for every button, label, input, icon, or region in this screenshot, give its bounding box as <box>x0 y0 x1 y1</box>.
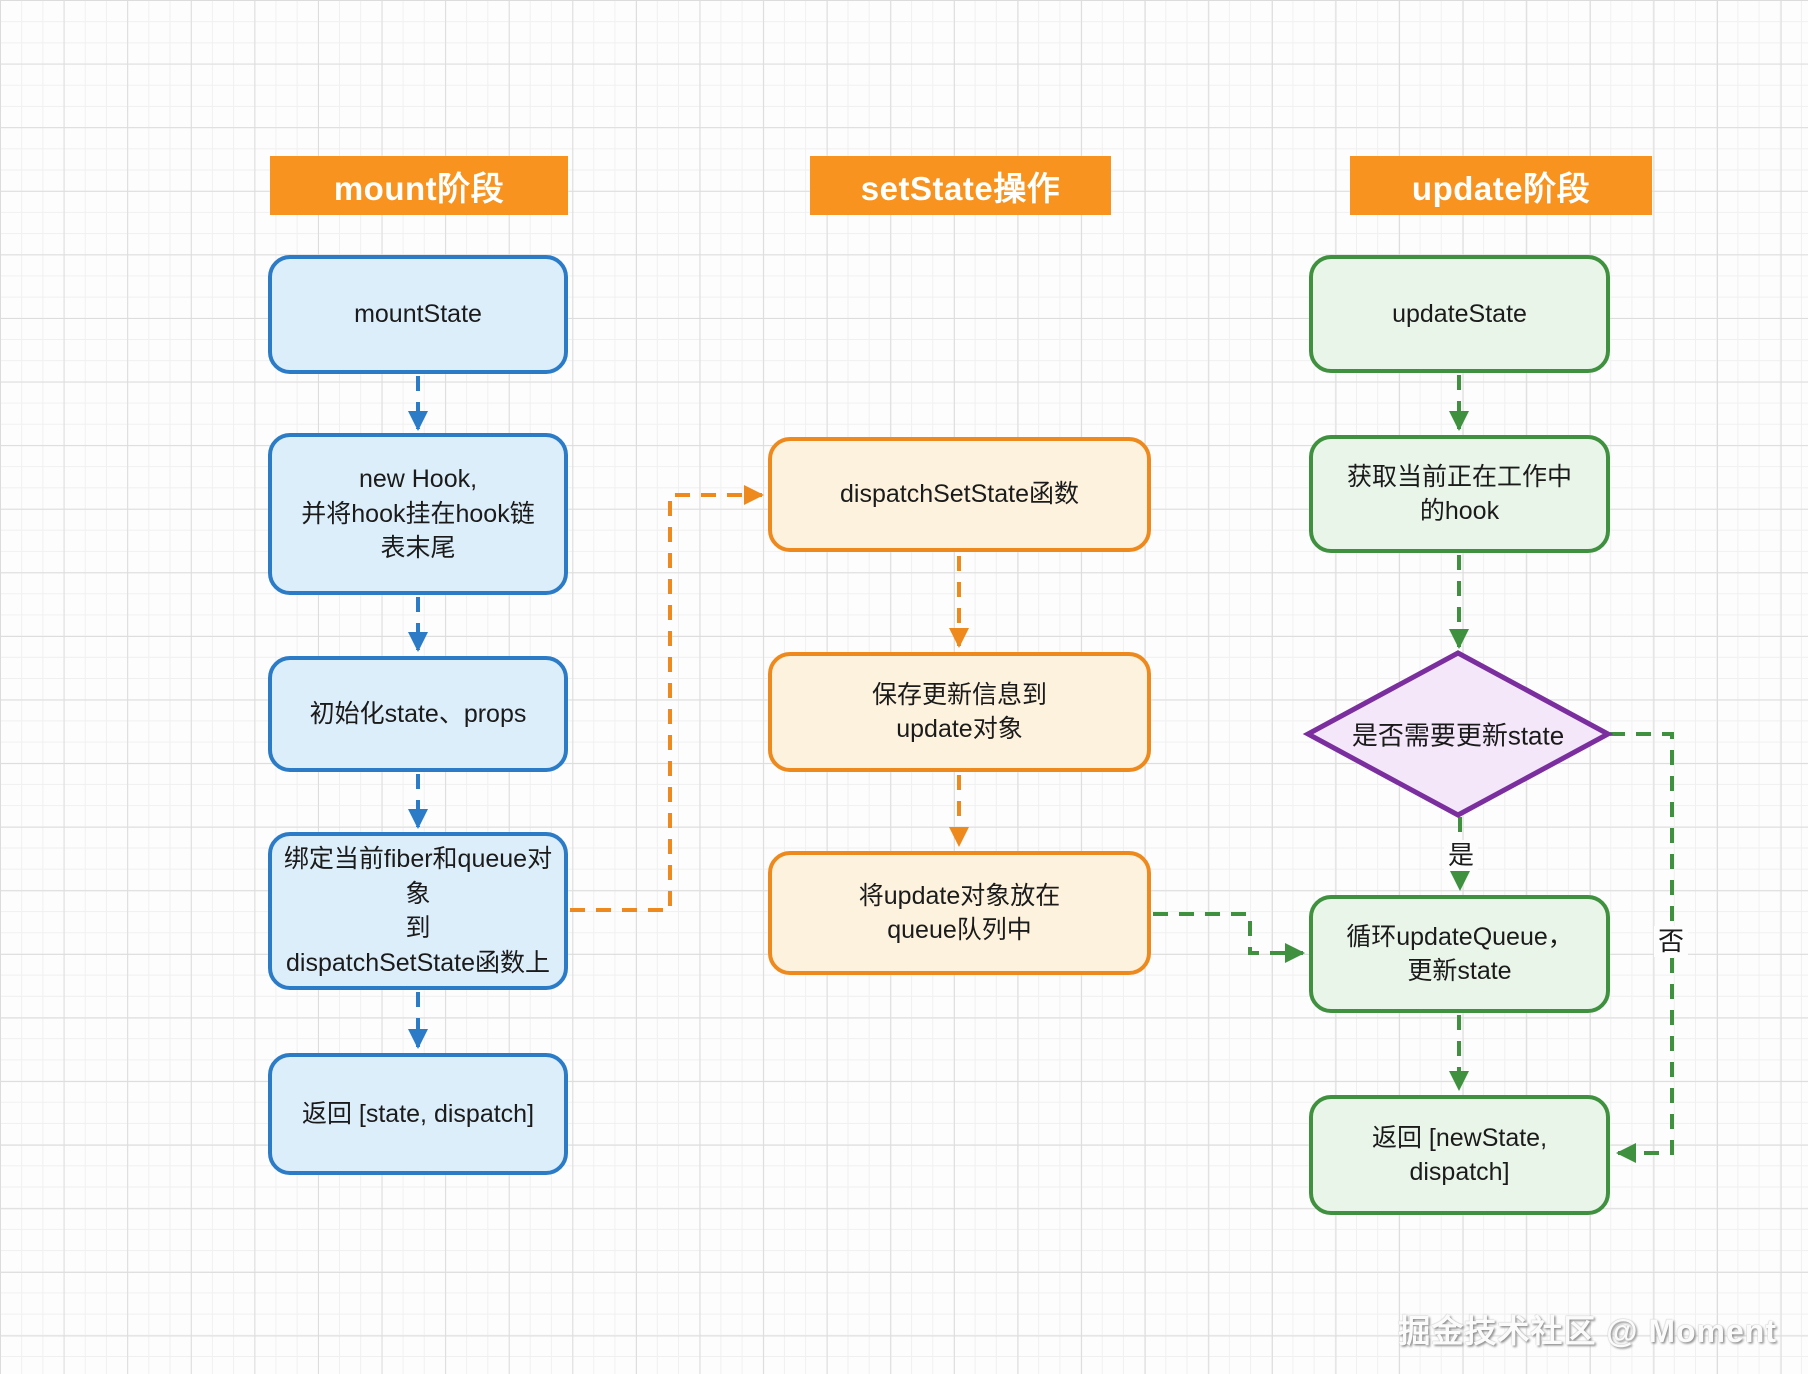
arrow-enqueue-loopqueue <box>1153 912 1305 963</box>
edge-label-yes: 是 <box>1443 840 1479 871</box>
column-header-update: update阶段 <box>1350 156 1652 215</box>
node-bind-fiber-queue: 绑定当前fiber和queue对象 到 dispatchSetState函数上 <box>268 832 568 990</box>
node-return-state-dispatch: 返回 [state, dispatch] <box>268 1053 568 1175</box>
node-save-update-info: 保存更新信息到 update对象 <box>768 652 1151 772</box>
node-mountstate: mountState <box>268 255 568 374</box>
watermark: 掘金技术社区 @ Moment <box>1398 1313 1777 1349</box>
arrow-bindfiber-dispatchsetstate <box>570 485 764 912</box>
node-loop-updatequeue: 循环updateQueue， 更新state <box>1309 895 1610 1013</box>
node-init-state-props: 初始化state、props <box>268 656 568 772</box>
decision-label: 是否需要更新state <box>1351 720 1565 751</box>
node-dispatchsetstate-fn: dispatchSetState函数 <box>768 437 1151 552</box>
node-enqueue-update: 将update对象放在 queue队列中 <box>768 851 1151 975</box>
column-header-setstate: setState操作 <box>810 156 1111 215</box>
edge-label-no: 否 <box>1653 926 1689 957</box>
node-updatestate: updateState <box>1309 255 1610 373</box>
column-header-mount: mount阶段 <box>270 156 568 215</box>
node-new-hook: new Hook, 并将hook挂在hook链 表末尾 <box>268 433 568 595</box>
node-get-current-hook: 获取当前正在工作中 的hook <box>1309 435 1610 553</box>
node-return-newstate-dispatch: 返回 [newState, dispatch] <box>1309 1095 1610 1215</box>
